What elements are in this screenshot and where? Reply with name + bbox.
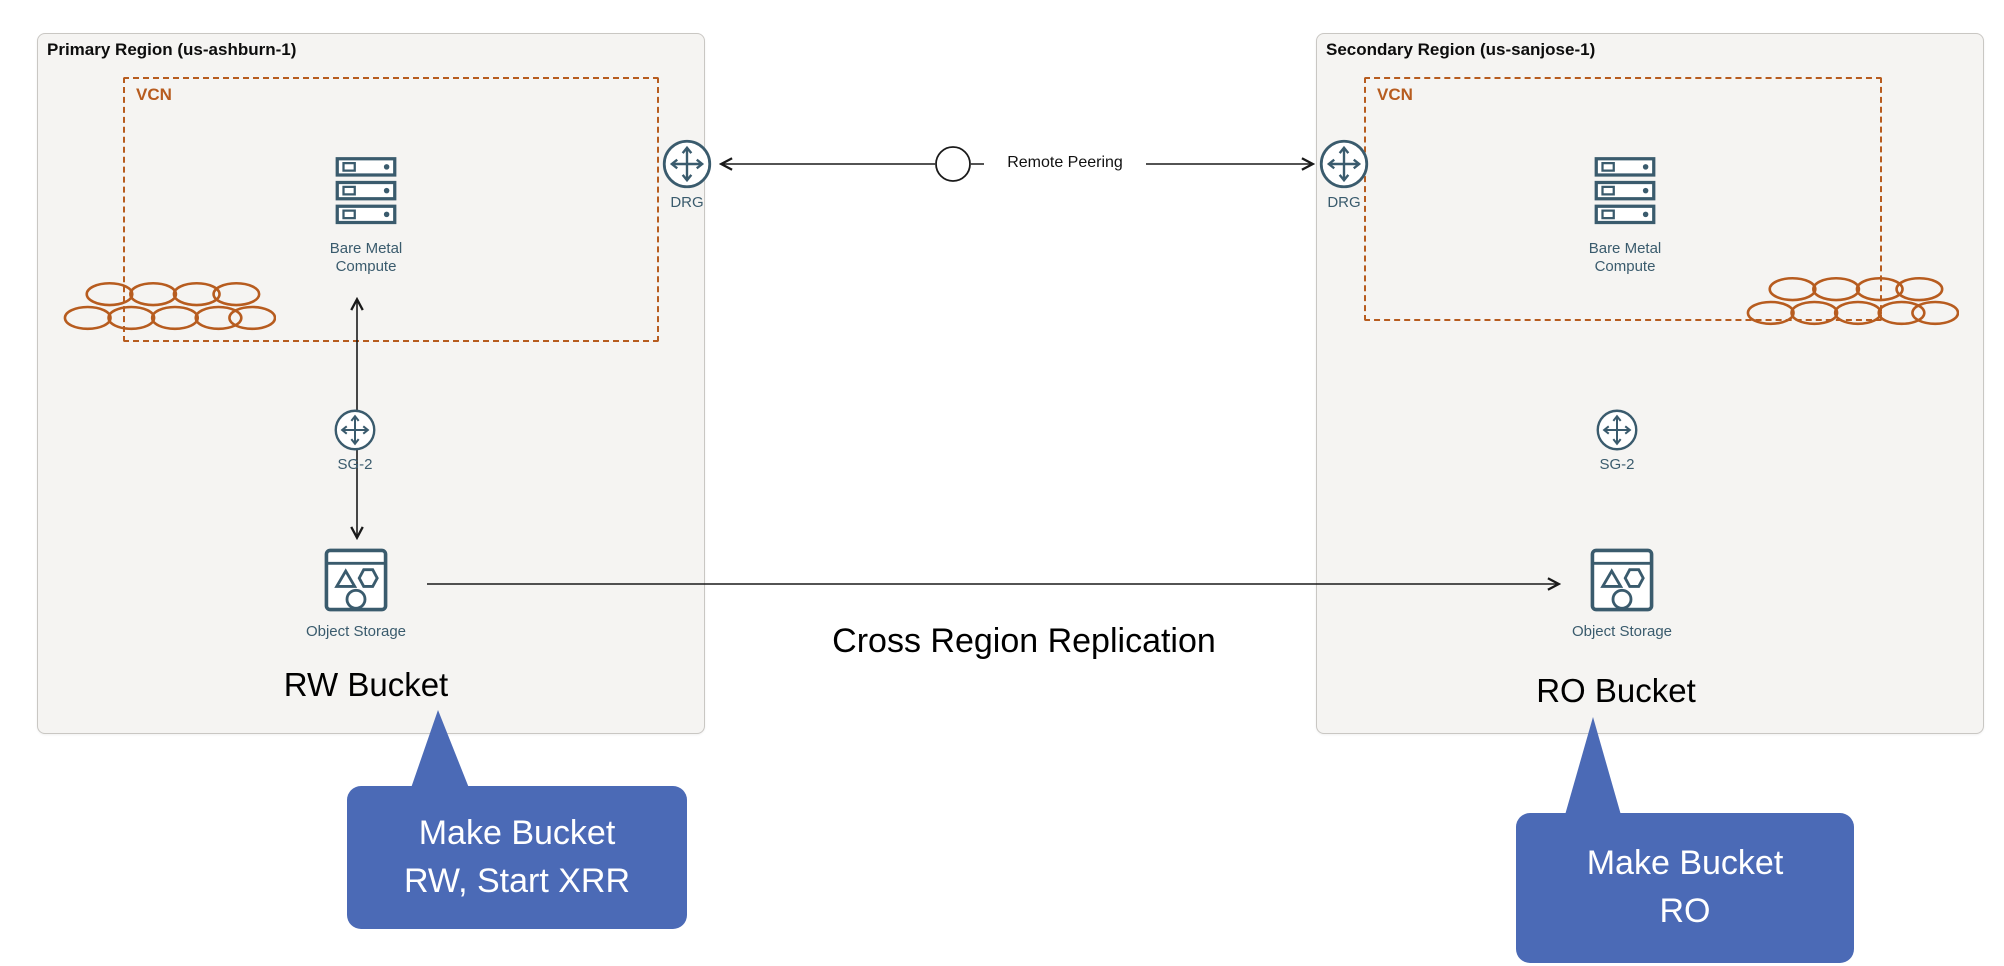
service-gateway-icon [333, 408, 377, 452]
rw-bucket-label: RW Bucket [283, 666, 449, 703]
secondary-callout-bubble: Make Bucket RO [1516, 813, 1854, 963]
primary-vcn-box [123, 77, 659, 342]
sg2-label: SG-2 [1599, 456, 1635, 473]
drg-icon [661, 138, 713, 190]
object-storage-icon [320, 544, 392, 616]
remote-peering-label: Remote Peering [984, 153, 1146, 173]
sg2-label: SG-2 [337, 456, 373, 473]
bare-metal-compute-label: Bare Metal Compute [296, 240, 436, 276]
callout-line: RO [1659, 892, 1711, 930]
object-storage-label: Object Storage [305, 623, 407, 640]
callout-tail [411, 710, 469, 788]
drg-label: DRG [1327, 194, 1361, 211]
bare-metal-compute-label: Bare Metal Compute [1555, 240, 1695, 276]
label-line: Bare Metal [1588, 240, 1662, 257]
primary-region-title: Primary Region (us-ashburn-1) [47, 40, 297, 59]
secondary-region-title: Secondary Region (us-sanjose-1) [1326, 40, 1596, 59]
callout-line: Make Bucket [1586, 844, 1784, 883]
callout-line: Make Bucket [418, 813, 616, 852]
drg-label: DRG [670, 194, 704, 211]
label-line: Compute [335, 258, 397, 275]
callout-tail [1565, 717, 1621, 815]
secondary-region-box [1316, 33, 1984, 734]
peering-circle-icon [935, 146, 971, 182]
ro-bucket-label: RO Bucket [1536, 672, 1696, 709]
primary-vcn-label: VCN [136, 85, 172, 104]
primary-region-box [37, 33, 705, 734]
network-cluster-icon [58, 272, 276, 344]
object-storage-icon [1586, 544, 1658, 616]
label-line: Bare Metal [329, 240, 403, 257]
replication-label: Cross Region Replication [832, 622, 1216, 660]
secondary-vcn-box [1364, 77, 1882, 321]
bare-metal-compute-icon [326, 150, 406, 230]
callout-line: RW, Start XRR [403, 861, 631, 900]
service-gateway-icon [1595, 408, 1639, 452]
label-line: Compute [1594, 258, 1656, 275]
secondary-vcn-label: VCN [1377, 85, 1413, 104]
network-cluster-icon [1741, 267, 1959, 339]
primary-callout-bubble: Make Bucket RW, Start XRR [347, 786, 687, 929]
object-storage-label: Object Storage [1571, 623, 1673, 640]
drg-icon [1318, 138, 1370, 190]
bare-metal-compute-icon [1585, 150, 1665, 230]
